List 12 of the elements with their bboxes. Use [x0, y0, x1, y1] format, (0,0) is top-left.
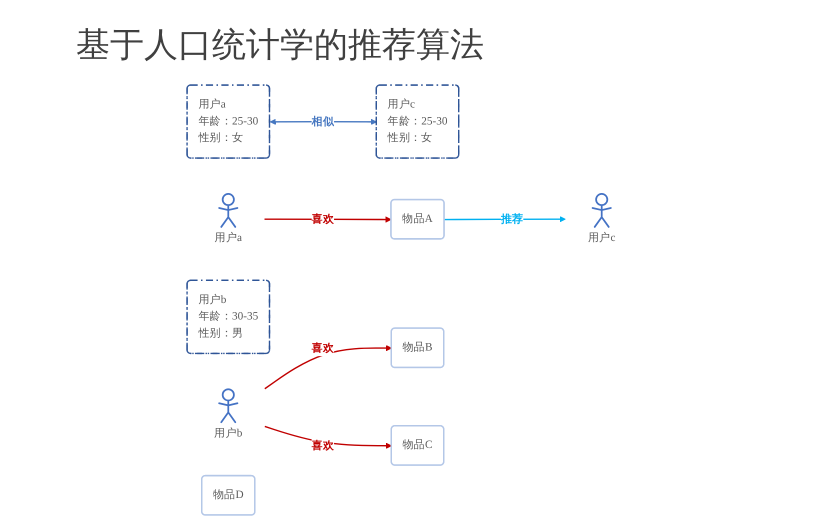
node-text: 用户c [588, 232, 616, 244]
arrow [264, 216, 392, 223]
edge-label: 推荐 [500, 212, 524, 226]
node-text: 用户a [214, 232, 242, 244]
edge-label: 喜欢 [312, 438, 334, 452]
edge-label: 相似 [312, 114, 334, 128]
edge-label: 喜欢 [312, 212, 334, 226]
diagram-title: 基于人口统计学的推荐算法 [76, 24, 484, 67]
arrow [264, 345, 392, 390]
node-text: 用户b [214, 427, 242, 440]
edge-label: 喜欢 [312, 340, 334, 354]
arrow [444, 216, 566, 222]
